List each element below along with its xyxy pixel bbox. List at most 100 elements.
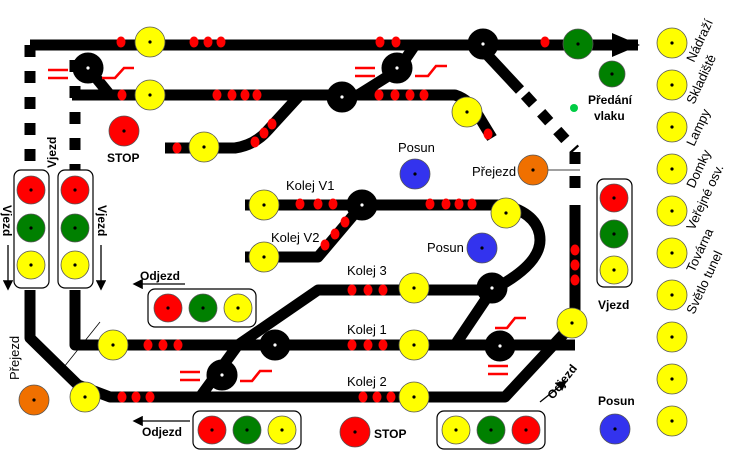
- label-predani-line2: vlaku: [594, 109, 625, 123]
- red-bead-26: [441, 198, 451, 210]
- signal-odjezd-right-yellow-center-dot: [454, 428, 458, 432]
- lamp-prejezd-right-center-dot: [531, 168, 535, 172]
- lamps: [16, 26, 631, 448]
- red-bead-6: [391, 36, 401, 48]
- track-kolej-3: [234, 284, 492, 350]
- lamp-predani-center-dot: [610, 72, 614, 76]
- red-bead-43: [145, 391, 155, 403]
- label-odjezd-left: Odjezd: [140, 269, 180, 283]
- red-bead-16: [419, 89, 429, 101]
- lamp-posun-top-center-dot: [413, 172, 417, 176]
- switch-bars-4: [488, 364, 508, 376]
- red-bead-22: [295, 198, 305, 210]
- track-siding: [165, 91, 305, 154]
- legend-lamp-dot-4: [670, 167, 674, 171]
- signal-vjezd-a-red-center-dot: [29, 188, 33, 192]
- signal-odjezd-bottom-red-center-dot: [210, 428, 214, 432]
- signal-vjezd-right-green-center-dot: [612, 232, 616, 236]
- red-bead-1: [116, 36, 126, 48]
- switch-bars-1: [48, 68, 68, 80]
- red-bead-7: [540, 36, 550, 48]
- lamp-posun-bottom-center-dot: [613, 427, 617, 431]
- lamp-kolej-v1-center-dot: [262, 203, 266, 207]
- track-right-diagonal-dashed: [520, 91, 580, 154]
- label-kolej-1: Kolej 1: [347, 322, 387, 337]
- lamp-kolej-2-left-center-dot: [83, 395, 87, 399]
- red-bead-13: [374, 89, 384, 101]
- legend-lamp-dot-7: [670, 293, 674, 297]
- switch-node-5-center-dot: [490, 286, 494, 290]
- red-bead-28: [467, 198, 477, 210]
- lamp-second-1-center-dot: [148, 93, 152, 97]
- label-prejezd-left: Přejezd: [7, 336, 22, 380]
- red-bead-17: [172, 142, 182, 154]
- switch-node-3-center-dot: [395, 66, 399, 70]
- legend-lamp-dot-5: [670, 209, 674, 213]
- switch-node-4-center-dot: [481, 42, 485, 46]
- legend-lamp-dot-3: [670, 125, 674, 129]
- legend-lamp-dot-10: [670, 419, 674, 423]
- switch-markers: [48, 64, 526, 383]
- red-bead-8: [117, 89, 127, 101]
- lamp-siding-center-dot: [202, 145, 206, 149]
- red-bead-48: [570, 259, 580, 271]
- lamp-second-end-center-dot: [465, 110, 469, 114]
- red-bead-34: [378, 284, 388, 296]
- red-bead-47: [570, 244, 580, 256]
- label-predani-line1: Předání: [588, 93, 633, 107]
- red-bead-44: [358, 391, 368, 403]
- label-vjezd-left-c: Vjezd: [95, 205, 109, 236]
- red-bead-18: [250, 136, 260, 148]
- signal-odjezd-bottom-yellow-center-dot: [280, 428, 284, 432]
- legend-lamp-dot-6: [670, 251, 674, 255]
- lamp-stop-left-center-dot: [122, 129, 126, 133]
- lamp-kolej-v2-center-dot: [262, 255, 266, 259]
- red-bead-4: [216, 36, 226, 48]
- signal-vjezd-right-yellow-center-dot: [612, 268, 616, 272]
- signal-odjezd-bottom-green-center-dot: [245, 428, 249, 432]
- red-bead-39: [363, 339, 373, 351]
- switch-hook-3: [240, 369, 272, 383]
- red-bead-23: [313, 198, 323, 210]
- signal-odjezd-left-red-center-dot: [166, 306, 170, 310]
- prejezd-pointer-left: [59, 321, 101, 373]
- arrow-top-main-head: [612, 33, 640, 57]
- switch-bars-2: [355, 66, 375, 78]
- lamp-kolej-1-left-center-dot: [111, 343, 115, 347]
- red-bead-30: [330, 228, 340, 240]
- red-bead-11: [240, 89, 250, 101]
- lamp-v1-end-center-dot: [504, 211, 508, 215]
- lamp-kolej-1-center-dot: [412, 343, 416, 347]
- red-bead-14: [390, 89, 400, 101]
- red-bead-20: [267, 118, 277, 130]
- lamp-right-corner-center-dot: [570, 321, 574, 325]
- label-vjezd-left-a: Vjezd: [45, 137, 59, 168]
- lamp-stop-bottom-center-dot: [353, 430, 357, 434]
- red-bead-5: [375, 36, 385, 48]
- red-bead-40: [378, 339, 388, 351]
- switch-hook-1: [102, 66, 134, 80]
- red-bead-12: [252, 89, 262, 101]
- signal-odjezd-left-green-center-dot: [201, 306, 205, 310]
- red-bead-27: [454, 198, 464, 210]
- label-stop-bottom: STOP: [374, 427, 406, 441]
- switch-node-8-center-dot: [220, 373, 224, 377]
- label-kolej-v2: Kolej V2: [271, 230, 319, 245]
- red-bead-35: [143, 339, 153, 351]
- red-bead-2: [189, 36, 199, 48]
- signal-vjezd-right-red-center-dot: [612, 196, 616, 200]
- arrows: [2, 33, 640, 427]
- red-bead-3: [203, 36, 213, 48]
- lamp-kolej-3-center-dot: [412, 286, 416, 290]
- switch-node-v1-center-dot: [360, 203, 364, 207]
- legend-lamp-dot-9: [670, 377, 674, 381]
- red-bead-37: [173, 339, 183, 351]
- red-bead-42: [131, 391, 141, 403]
- switch-bars-3: [180, 370, 200, 382]
- lamp-prejezd-left-center-dot: [32, 398, 36, 402]
- label-odjezd-bottom: Odjezd: [142, 425, 182, 439]
- signal-vjezd-a-green-center-dot: [29, 226, 33, 230]
- red-indicator-beads: [116, 36, 580, 403]
